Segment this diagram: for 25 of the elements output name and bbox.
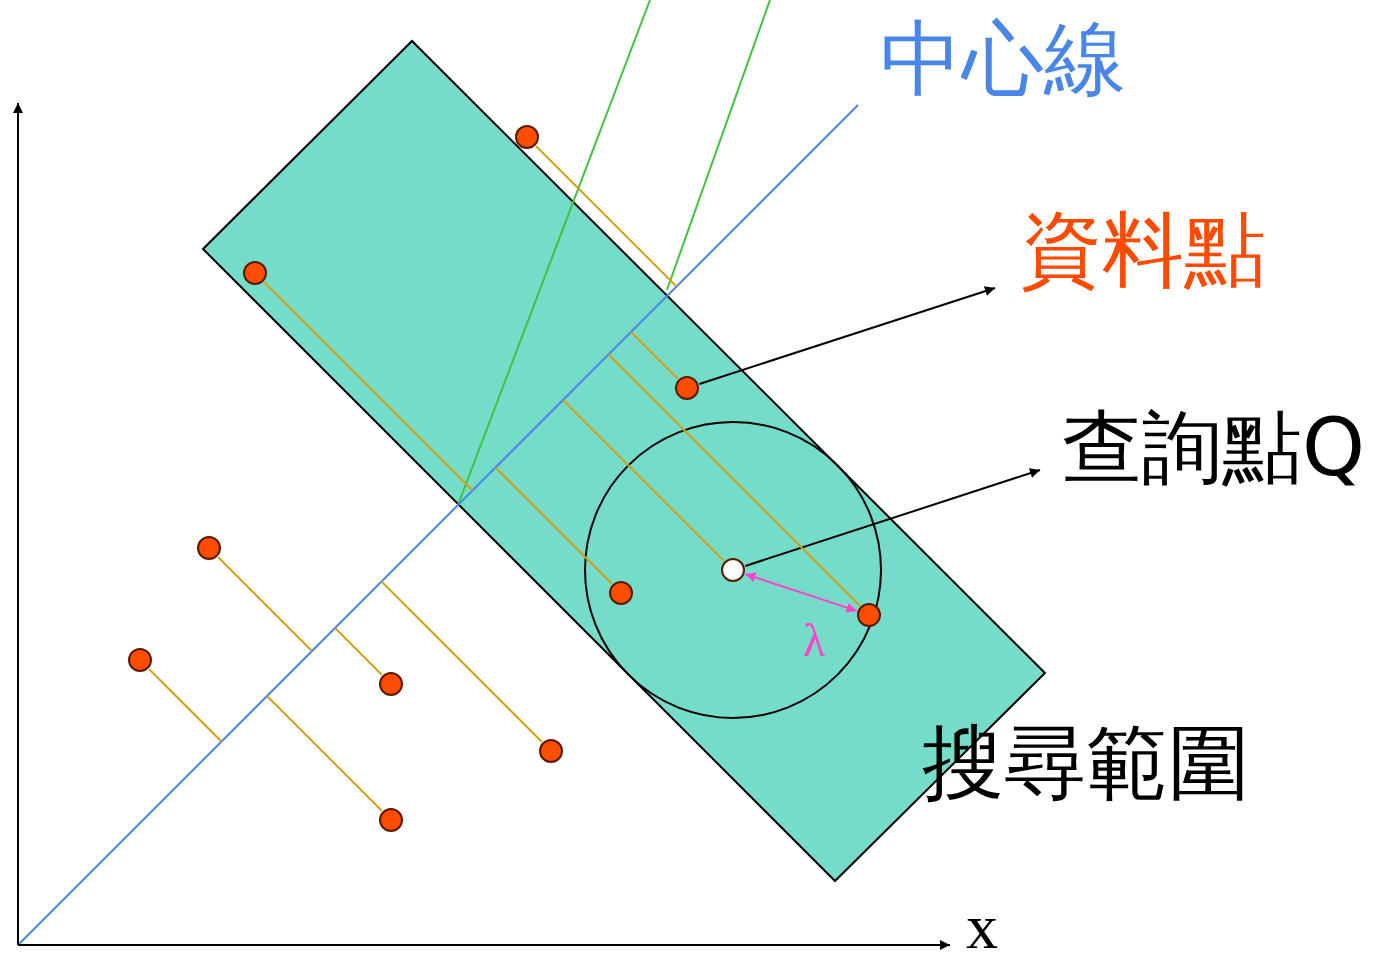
projection-line <box>263 281 474 492</box>
distance-arrow <box>744 572 858 613</box>
projection-line <box>494 466 613 585</box>
data-point <box>379 672 403 696</box>
projection-line <box>607 353 861 607</box>
projection-line <box>380 580 543 743</box>
callout-text: 查詢點Q <box>1040 398 1365 498</box>
data-point <box>197 536 221 560</box>
arrow <box>698 286 996 385</box>
projection-line <box>334 627 383 676</box>
projection-line <box>266 695 383 812</box>
line-label: 中心線 <box>880 18 1126 100</box>
arrow <box>744 468 1041 567</box>
projection-line <box>630 331 679 380</box>
data-point <box>128 648 152 672</box>
axis-label: x <box>966 895 998 957</box>
projection-line <box>535 145 678 288</box>
projection-line <box>562 399 725 562</box>
edge-label: λ <box>803 617 826 664</box>
callout-text: 資料點 <box>995 200 1266 300</box>
data-point <box>379 808 403 832</box>
data-point <box>539 739 563 763</box>
projection-line <box>148 668 223 743</box>
projection-line <box>217 556 313 652</box>
data-point <box>515 125 539 149</box>
